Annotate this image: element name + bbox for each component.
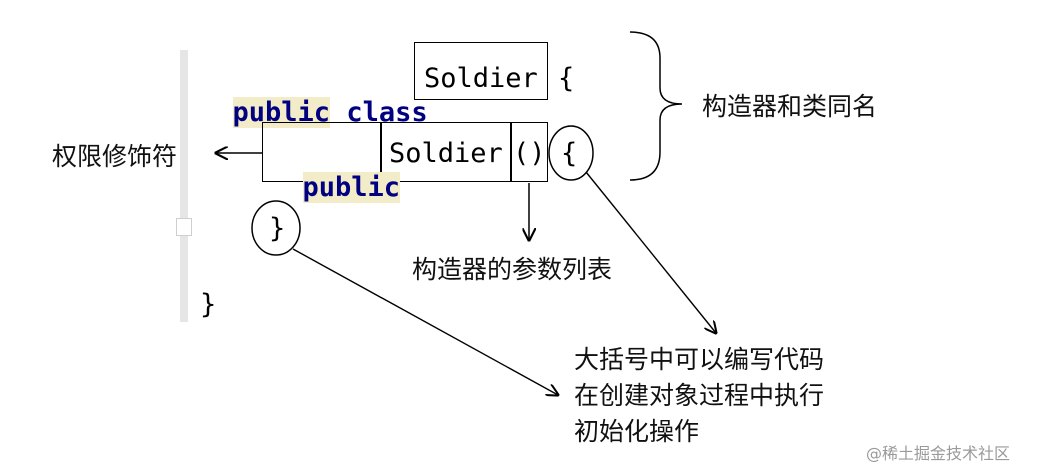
right-curly-brace-icon — [629, 31, 683, 181]
editor-gutter — [180, 50, 188, 322]
keyword-public: public — [302, 172, 401, 203]
constructor-open-brace: { — [561, 138, 578, 169]
class-name-box — [414, 42, 548, 100]
class-name: Soldier — [424, 63, 538, 94]
class-close-brace: } — [200, 289, 217, 320]
fold-marker-icon — [176, 218, 192, 236]
constructor-modifier: public — [270, 137, 401, 205]
parameter-list-box — [510, 122, 548, 182]
arrow-close-brace-to-desc — [292, 248, 558, 395]
label-body-desc-line: 在创建对象过程中执行 — [574, 381, 825, 410]
constructor-parens: () — [513, 138, 546, 169]
watermark: @稀土掘金技术社区 — [866, 444, 1011, 463]
constructor-close-brace: } — [269, 213, 286, 244]
close-brace-circle — [251, 200, 301, 256]
open-brace-circle — [548, 125, 594, 181]
constructor-name-box — [380, 122, 512, 182]
label-same-name: 构造器和类同名 — [702, 92, 878, 121]
label-param-list: 构造器的参数列表 — [412, 255, 613, 284]
class-open-brace: { — [558, 63, 575, 94]
constructor-name: Soldier — [389, 138, 503, 169]
label-access-modifier: 权限修饰符 — [52, 142, 178, 171]
label-body-desc-line: 初始化操作 — [574, 417, 700, 446]
arrow-open-brace-to-desc — [585, 171, 716, 333]
label-body-desc: 大括号中可以编写代码 在创建对象过程中执行 初始化操作 — [574, 342, 824, 450]
label-body-desc-line: 大括号中可以编写代码 — [574, 345, 825, 374]
